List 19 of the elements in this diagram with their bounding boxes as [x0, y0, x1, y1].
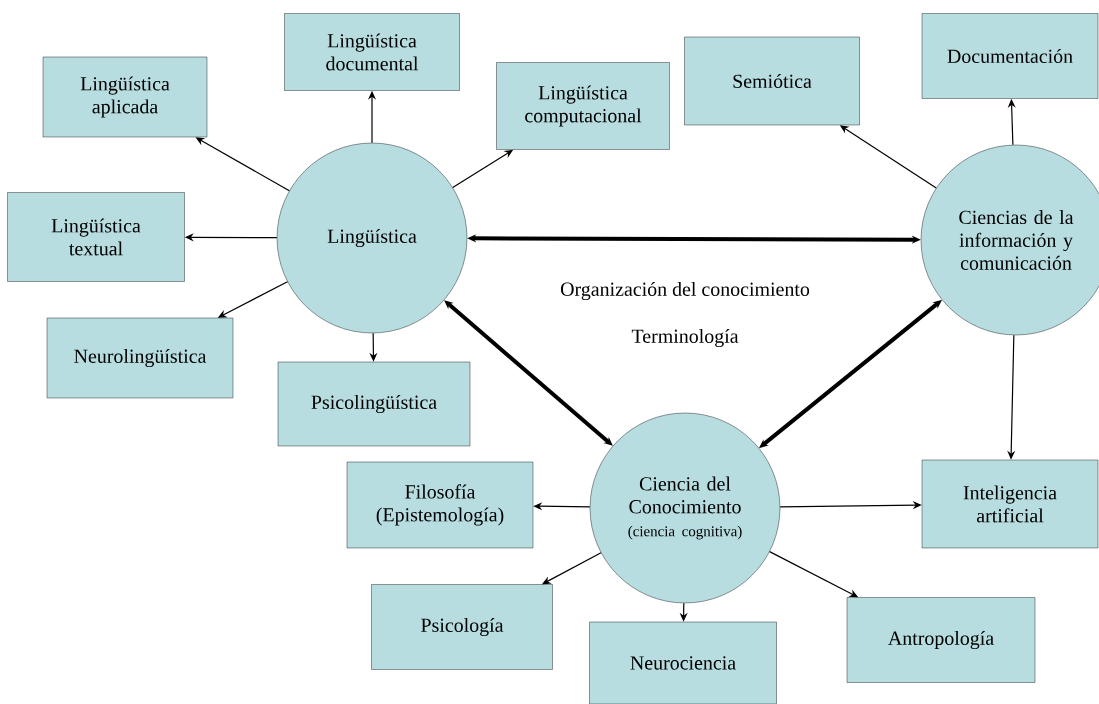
- topic-box: Neurociencia: [589, 621, 777, 704]
- topic-box: Antropología: [846, 597, 1036, 683]
- note-text: Organización del conocimiento: [560, 281, 810, 301]
- topic-box: Neurolingüística: [46, 317, 234, 399]
- topic-box: Psicología: [371, 584, 553, 670]
- circle-node: Ciencias de la información y comunicación: [920, 144, 1099, 336]
- topic-box: Inteligencia artificial: [921, 459, 1099, 549]
- circle-node: Lingüística: [276, 142, 468, 334]
- topic-box: Psicolingüística: [277, 361, 471, 447]
- topic-box: Semiótica: [684, 36, 860, 126]
- topic-box: Documentación: [921, 13, 1099, 99]
- topic-box: Lingüística computacional: [496, 62, 670, 150]
- topic-box: Filosofía (Epistemología): [346, 461, 534, 549]
- note-text: Terminología: [631, 328, 739, 348]
- circle-node: Ciencia del Conocimiento (ciencia cognitiva): [589, 412, 781, 604]
- topic-box: Lingüística aplicada: [42, 56, 208, 138]
- arrow: [444, 300, 613, 446]
- topic-box: Lingüística documental: [284, 13, 460, 91]
- topic-box: Lingüística textual: [7, 192, 185, 282]
